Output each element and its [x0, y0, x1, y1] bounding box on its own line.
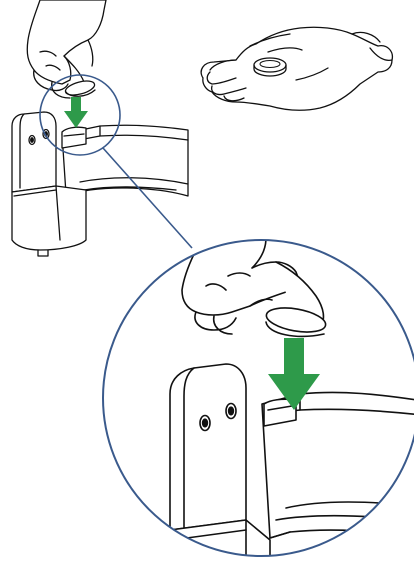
hand-dropping-coin-icon: [27, 0, 106, 98]
down-arrow-icon: [64, 97, 88, 128]
wall-bracket-icon: [12, 112, 188, 256]
open-palm-with-coin-icon: [201, 27, 392, 110]
